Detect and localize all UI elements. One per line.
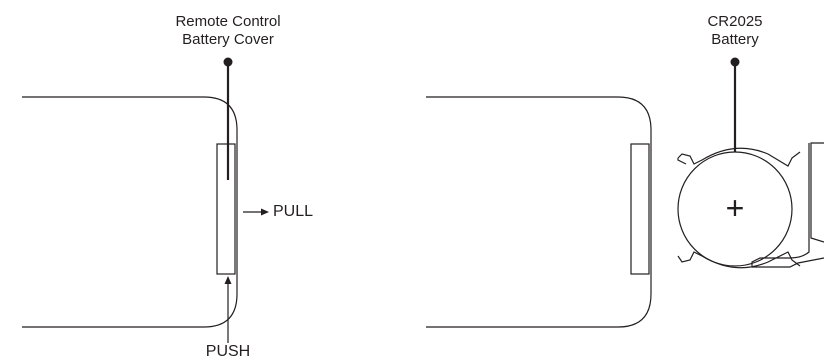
polarity-plus-symbol: +: [725, 190, 745, 226]
right-remote-outline: [426, 96, 652, 328]
battery-cover-label-line1: Remote Control: [175, 13, 281, 30]
push-label: PUSH: [205, 343, 251, 360]
pull-arrowhead: [261, 208, 269, 216]
battery-label-line2: Battery: [711, 31, 759, 48]
battery-label-line1: CR2025: [707, 13, 763, 30]
left-callout-dot: [223, 57, 233, 67]
battery-slot: [630, 143, 650, 275]
battery-cover-label-line2: Battery Cover: [182, 31, 274, 48]
battery-tray: [677, 142, 824, 269]
push-arrowhead: [224, 276, 232, 284]
right-callout-dot: [730, 57, 740, 67]
pull-label: PULL: [273, 203, 314, 220]
left-remote-outline: [22, 96, 238, 328]
battery-cover: [216, 143, 236, 275]
